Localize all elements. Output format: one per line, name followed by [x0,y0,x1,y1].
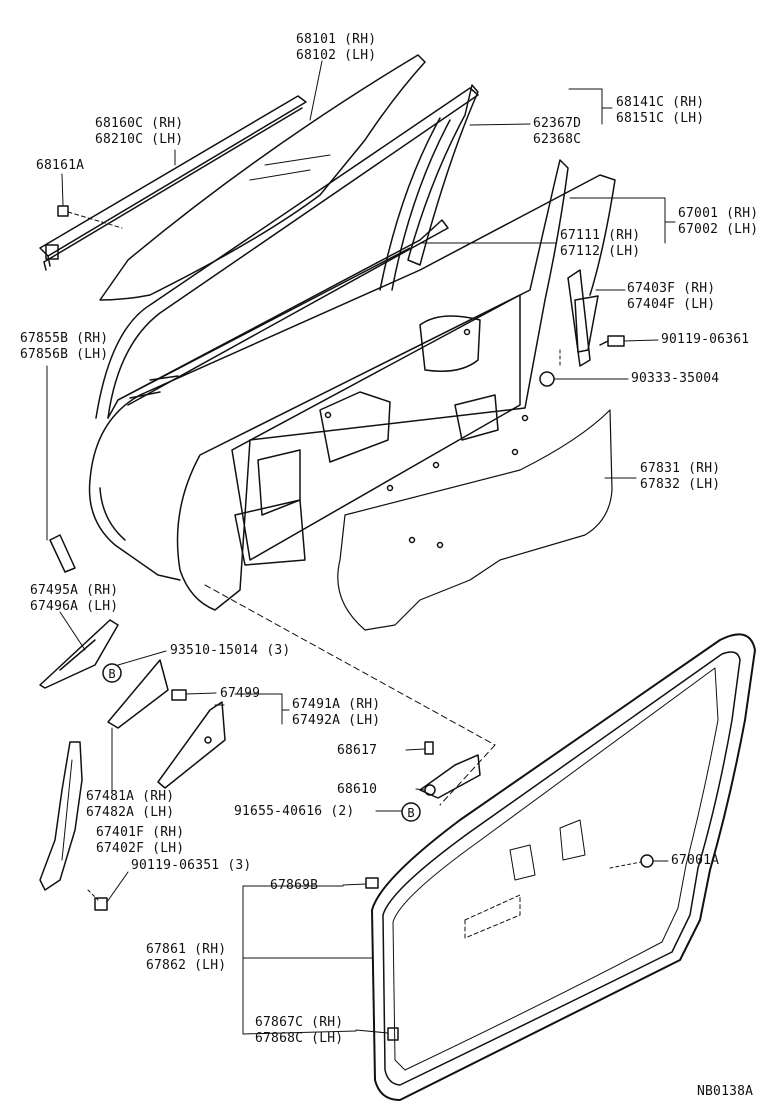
label-67482a: 67482A (LH) [86,805,175,820]
label-68610: 68610 [337,782,378,797]
label-90119-06351: 90119-06351 (3) [131,858,252,873]
label-68210c: 68210C (LH) [95,132,184,147]
service-hole-cover [337,409,613,631]
guide-lines [204,584,496,806]
label-68161a: 68161A [36,158,85,173]
bolt-90119-06351 [87,871,129,911]
b-marker-upper: B [102,663,122,683]
plug-90333-35004 [539,371,629,387]
label-67855b: 67855B (RH) [20,331,109,346]
label-67111: 67111 (RH) [560,228,641,243]
label-68151c: 68151C (LH) [616,111,705,126]
label-67496a: 67496A (LH) [30,599,119,614]
label-67495a: 67495A (RH) [30,583,119,598]
door-frame-sash [379,84,479,291]
door-weatherstrip-67861 [371,633,756,1101]
door-glass [99,54,426,301]
label-67492a: 67492A (LH) [292,713,381,728]
door-inner-panel [176,159,569,611]
glass-run-channel [95,87,479,419]
drawing-code: NB0138A [697,1084,754,1099]
label-67401f: 67401F (RH) [96,825,185,840]
clip-67869b [342,877,379,889]
label-67868c: 67868C (LH) [255,1031,344,1046]
label-67862: 67862 (LH) [146,958,227,973]
svg-text:B: B [407,806,414,820]
front-corner-67495a [39,611,119,689]
label-67481a: 67481A (RH) [86,789,175,804]
label-68160c: 68160C (RH) [95,116,184,131]
door-check-68610 [405,741,481,799]
clip-67499 [171,689,217,701]
label-67402f: 67402F (LH) [96,841,185,856]
weatherstrip-67855b [46,365,76,573]
rear-channel-67403f [559,269,599,367]
label-67831: 67831 (RH) [640,461,721,476]
label-67002: 67002 (LH) [678,222,759,237]
cover-67491a [157,701,226,789]
label-67001: 67001 (RH) [678,206,759,221]
label-67491a: 67491A (RH) [292,697,381,712]
spacer-67481a [107,659,169,791]
label-91655-40616: 91655-40616 (2) [234,804,355,819]
svg-text:B: B [108,667,115,681]
b-marker-lower: B [401,802,421,822]
leader-lines [61,60,676,1035]
label-67856b: 67856B (LH) [20,347,109,362]
label-67832: 67832 (LH) [640,477,721,492]
clip-67867c [355,1027,399,1041]
label-93510-15014: 93510-15014 (3) [170,643,291,658]
label-67001a: 67001A [671,853,720,868]
label-68102: 68102 (LH) [296,48,377,63]
label-67404f: 67404F (LH) [627,297,716,312]
label-67869b: 67869B [270,878,319,893]
label-62368c: 62368C [533,132,582,147]
label-68617: 68617 [337,743,378,758]
label-67403f: 67403F (RH) [627,281,716,296]
door-shell [88,174,616,581]
label-68101: 68101 (RH) [296,32,377,47]
label-67867c: 67867C (RH) [255,1015,344,1030]
label-62367d: 62367D [533,116,582,131]
label-67112: 67112 (LH) [560,244,641,259]
bolt-90119-06361 [599,335,659,347]
clip-67001a [609,854,669,869]
label-67499: 67499 [220,686,261,701]
label-67861: 67861 (RH) [146,942,227,957]
outer-belt-moulding [39,95,307,271]
label-68141c: 68141C (RH) [616,95,705,110]
bracket-67401f [39,741,83,891]
label-90333-35004: 90333-35004 [631,371,720,386]
label-90119-06361: 90119-06361 [661,332,750,347]
